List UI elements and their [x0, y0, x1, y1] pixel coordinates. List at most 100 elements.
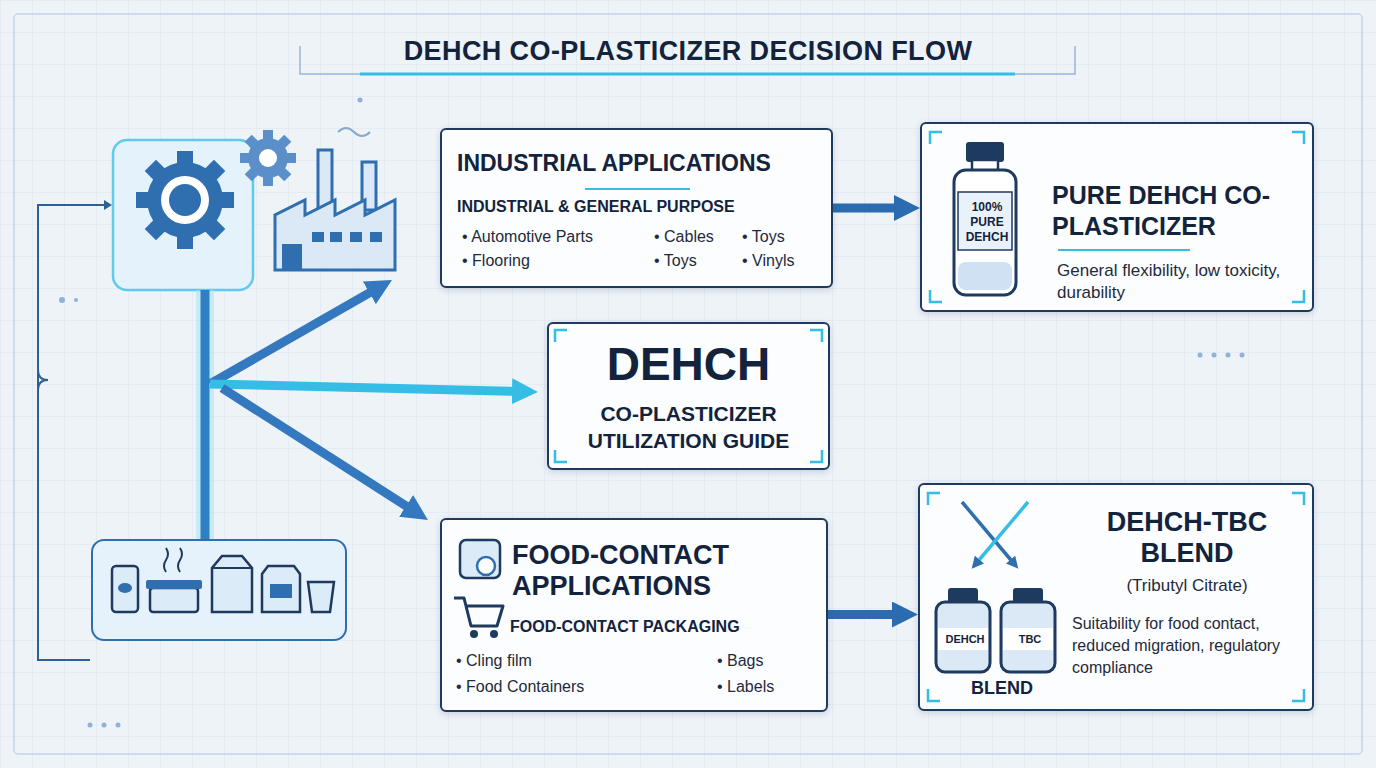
factory-window [350, 232, 362, 242]
mix-arrow [974, 502, 1028, 566]
decor-dot [1226, 353, 1231, 358]
gear-icon [240, 130, 296, 186]
cart-wheel [490, 630, 498, 638]
can-label [118, 583, 132, 593]
flow-spine [201, 290, 210, 540]
package-bag [460, 540, 500, 578]
bottle-body [936, 602, 990, 672]
branch-arrow [210, 384, 526, 392]
decor-dot [88, 723, 93, 728]
gear-hub [169, 184, 201, 216]
bullet-item: • Labels [717, 676, 817, 697]
factory-icon [275, 128, 395, 270]
factory-smoke [338, 128, 370, 136]
heading-accent [1058, 249, 1190, 251]
decor-dot [1240, 353, 1245, 358]
gear-body [147, 162, 223, 238]
container-lid [146, 580, 202, 589]
bottle-icon [954, 142, 1016, 295]
bullet-item: • Cling film [456, 650, 676, 671]
gear-tooth [263, 177, 273, 186]
result-box: 100% PURE DEHCHPURE DEHCH CO-PLASTICIZER… [920, 122, 1314, 312]
source-box [92, 540, 346, 640]
bottle-cap [948, 588, 978, 603]
bullet-item: • Automotive Parts [462, 226, 647, 247]
bottle-icon [1001, 588, 1055, 672]
bag-label [270, 584, 292, 598]
hub-box: DEHCHCO-PLASTICIZER UTILIZATION GUIDE [547, 322, 830, 470]
factory-building [275, 200, 395, 270]
can-icon [112, 566, 138, 612]
page-frame [14, 14, 1362, 754]
icon-caption: BLEND [947, 677, 1057, 700]
box-heading: INDUSTRIAL APPLICATIONS [457, 148, 817, 178]
cart-frame [454, 598, 503, 626]
heading-accent [585, 188, 690, 190]
decor-dot [1198, 353, 1203, 358]
package-seal [477, 557, 495, 575]
gear-ring [259, 149, 277, 167]
bullet-item: • Bags [717, 650, 817, 671]
bullet-item: • Vinyls [742, 250, 827, 271]
side-bracket [38, 370, 48, 390]
container-icon [150, 588, 198, 612]
source-box [113, 140, 253, 290]
bottle-label [938, 628, 988, 650]
cup-icon [308, 582, 334, 612]
box-heading: FOOD-CONTACT APPLICATIONS [512, 540, 812, 602]
corner-bracket [555, 330, 822, 462]
decor-dot [1212, 353, 1217, 358]
flow-spine-glow [196, 290, 214, 540]
bullet-item: • Food Containers [456, 676, 676, 697]
result-box: DEHCH-TBC BLEND (Tributyl Citrate) DEHCH TB… [918, 483, 1314, 711]
branch-arrow [210, 286, 382, 384]
factory-door [282, 244, 302, 270]
bag-icon [262, 566, 300, 612]
title-underline [360, 73, 1015, 76]
bottle-neck [972, 160, 998, 172]
factory-window [370, 232, 382, 242]
mix-arrow [962, 502, 1016, 566]
bottle-label: DEHCH [939, 632, 991, 646]
arrow-head [104, 200, 112, 210]
gear-body [248, 138, 288, 178]
bottle-label: TBC [1004, 632, 1056, 646]
gear-icon [136, 151, 234, 249]
box-description: General flexibility, low toxicity, durab… [1057, 260, 1297, 304]
gear-tooth [240, 153, 249, 163]
decor-dot [74, 298, 78, 302]
application-box: INDUSTRIAL APPLICATIONS INDUSTRIAL & GENE… [440, 128, 833, 288]
decor-dot [102, 723, 107, 728]
decor-dot [59, 297, 65, 303]
diagram-title: DEHCH CO-PLASTICIZER DECISION FLOW [404, 36, 973, 67]
gear-tooth [263, 130, 273, 139]
connector-layer [828, 208, 908, 615]
application-box: FOOD-CONTACT APPLICATIONS FOOD-CONTACT PA… [440, 518, 828, 712]
hub-heading: DEHCH [549, 338, 828, 390]
bullet-item: • Toys [742, 226, 827, 247]
gear-ring [161, 176, 209, 224]
bullet-item: • Cables [654, 226, 739, 247]
steam-icon [164, 548, 182, 572]
bottle-cap [966, 142, 1004, 162]
carton-icon [212, 556, 252, 612]
food-icons [112, 548, 334, 612]
bottle-body [954, 170, 1016, 295]
box-subheading: FOOD-CONTACT PACKAGING [510, 616, 810, 637]
box-note: (Tributyl Citrate) [1062, 575, 1312, 597]
cart-wheel [470, 630, 478, 638]
factory-window [330, 232, 342, 242]
bottle-body [1001, 602, 1055, 672]
title-layer: DEHCH CO-PLASTICIZER DECISION FLOW [0, 36, 1376, 67]
box-subheading: INDUSTRIAL & GENERAL PURPOSE [457, 196, 817, 217]
corner-bracket [930, 132, 1304, 302]
box-heading: DEHCH-TBC BLEND [1062, 507, 1312, 569]
decor-dot [116, 723, 121, 728]
decor-dot [358, 98, 363, 103]
flow-arrow [828, 610, 906, 619]
carton-icon [212, 567, 252, 569]
corner-bracket [928, 493, 1304, 701]
